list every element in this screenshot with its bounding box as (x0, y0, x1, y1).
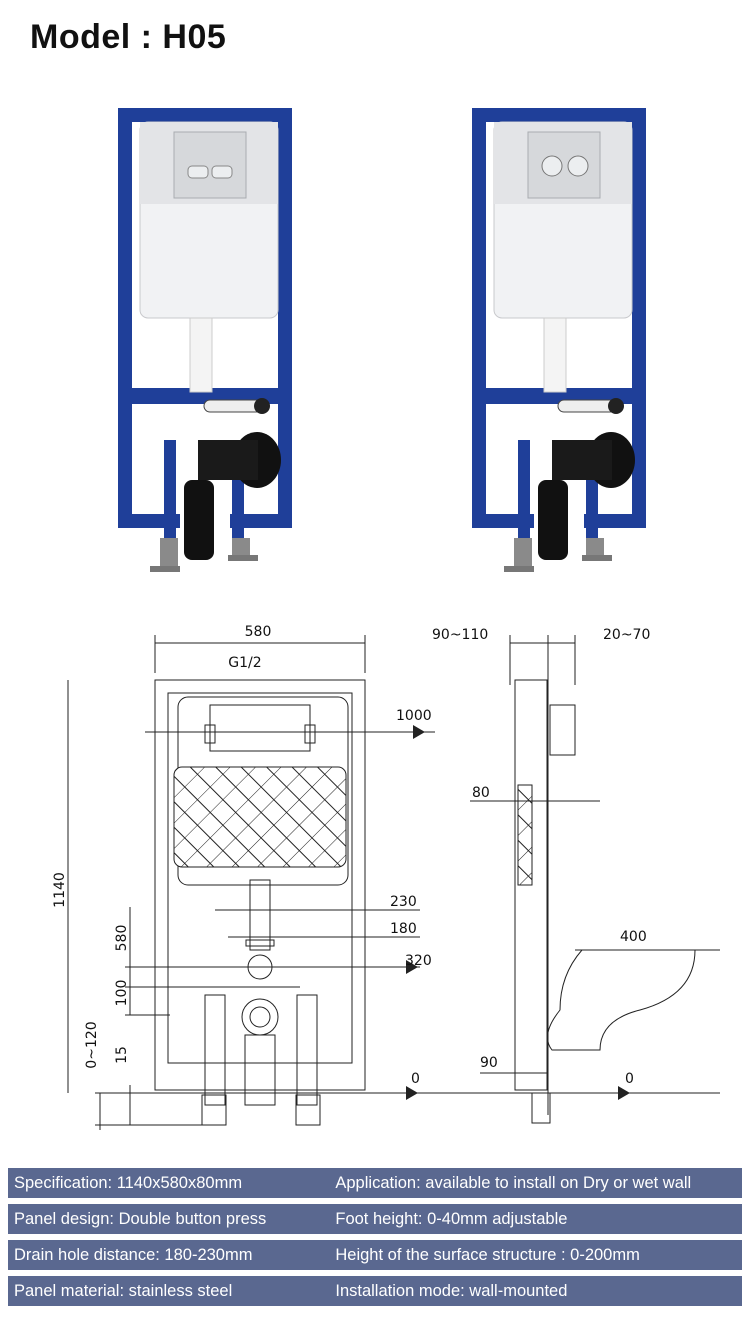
technical-drawing: 580 G1/2 1140 580 100 15 0~120 1000 230 … (0, 615, 750, 1135)
dim-1000: 1000 (396, 708, 432, 724)
dim-180: 180 (390, 921, 417, 937)
spec-left: Panel material: stainless steel (14, 1281, 233, 1300)
dim-inlet: G1/2 (228, 655, 261, 671)
dim-580: 580 (114, 925, 130, 952)
spec-right: Application: available to install on Dry… (335, 1173, 692, 1192)
cistern-frame-image (118, 108, 292, 572)
spec-row: Panel design: Double button press Foot h… (8, 1204, 742, 1234)
cistern-frame-image (472, 108, 646, 572)
front-view-arrows (406, 725, 425, 1100)
spec-row: Drain hole distance: 180-230mm Height of… (8, 1240, 742, 1270)
dim-320: 320 (405, 953, 432, 969)
front-view (67, 635, 720, 1130)
dim-floor-front: 0 (411, 1071, 420, 1087)
spec-left: Drain hole distance: 180-230mm (14, 1245, 253, 1264)
dim-bowl-400: 400 (620, 929, 647, 945)
dim-0-120: 0~120 (84, 1021, 100, 1068)
spec-right: Installation mode: wall-mounted (335, 1281, 568, 1300)
spec-left: Panel design: Double button press (14, 1209, 267, 1228)
dim-20-70: 20~70 (603, 627, 650, 643)
dim-depth-80: 80 (472, 785, 490, 801)
side-view (470, 635, 720, 1124)
product-photo-rect-buttons (112, 100, 302, 590)
dim-width: 580 (245, 624, 272, 640)
dim-100: 100 (114, 980, 130, 1007)
spec-right: Foot height: 0-40mm adjustable (335, 1209, 568, 1228)
dim-floor-side: 0 (625, 1071, 634, 1087)
product-photo-round-buttons (466, 100, 656, 590)
spec-table: Specification: 1140x580x80mm Application… (8, 1168, 742, 1312)
spec-left: Specification: 1140x580x80mm (14, 1173, 243, 1192)
spec-row: Panel material: stainless steel Installa… (8, 1276, 742, 1306)
page-title: Model : H05 (30, 18, 227, 56)
dim-90-110: 90~110 (432, 627, 488, 643)
spec-right: Height of the surface structure : 0-200m… (335, 1245, 640, 1264)
dim-height: 1140 (52, 872, 68, 908)
spec-row: Specification: 1140x580x80mm Application… (8, 1168, 742, 1198)
dim-90: 90 (480, 1055, 498, 1071)
dim-15: 15 (114, 1046, 130, 1064)
dim-230: 230 (390, 894, 417, 910)
side-view-arrows (618, 1086, 630, 1100)
